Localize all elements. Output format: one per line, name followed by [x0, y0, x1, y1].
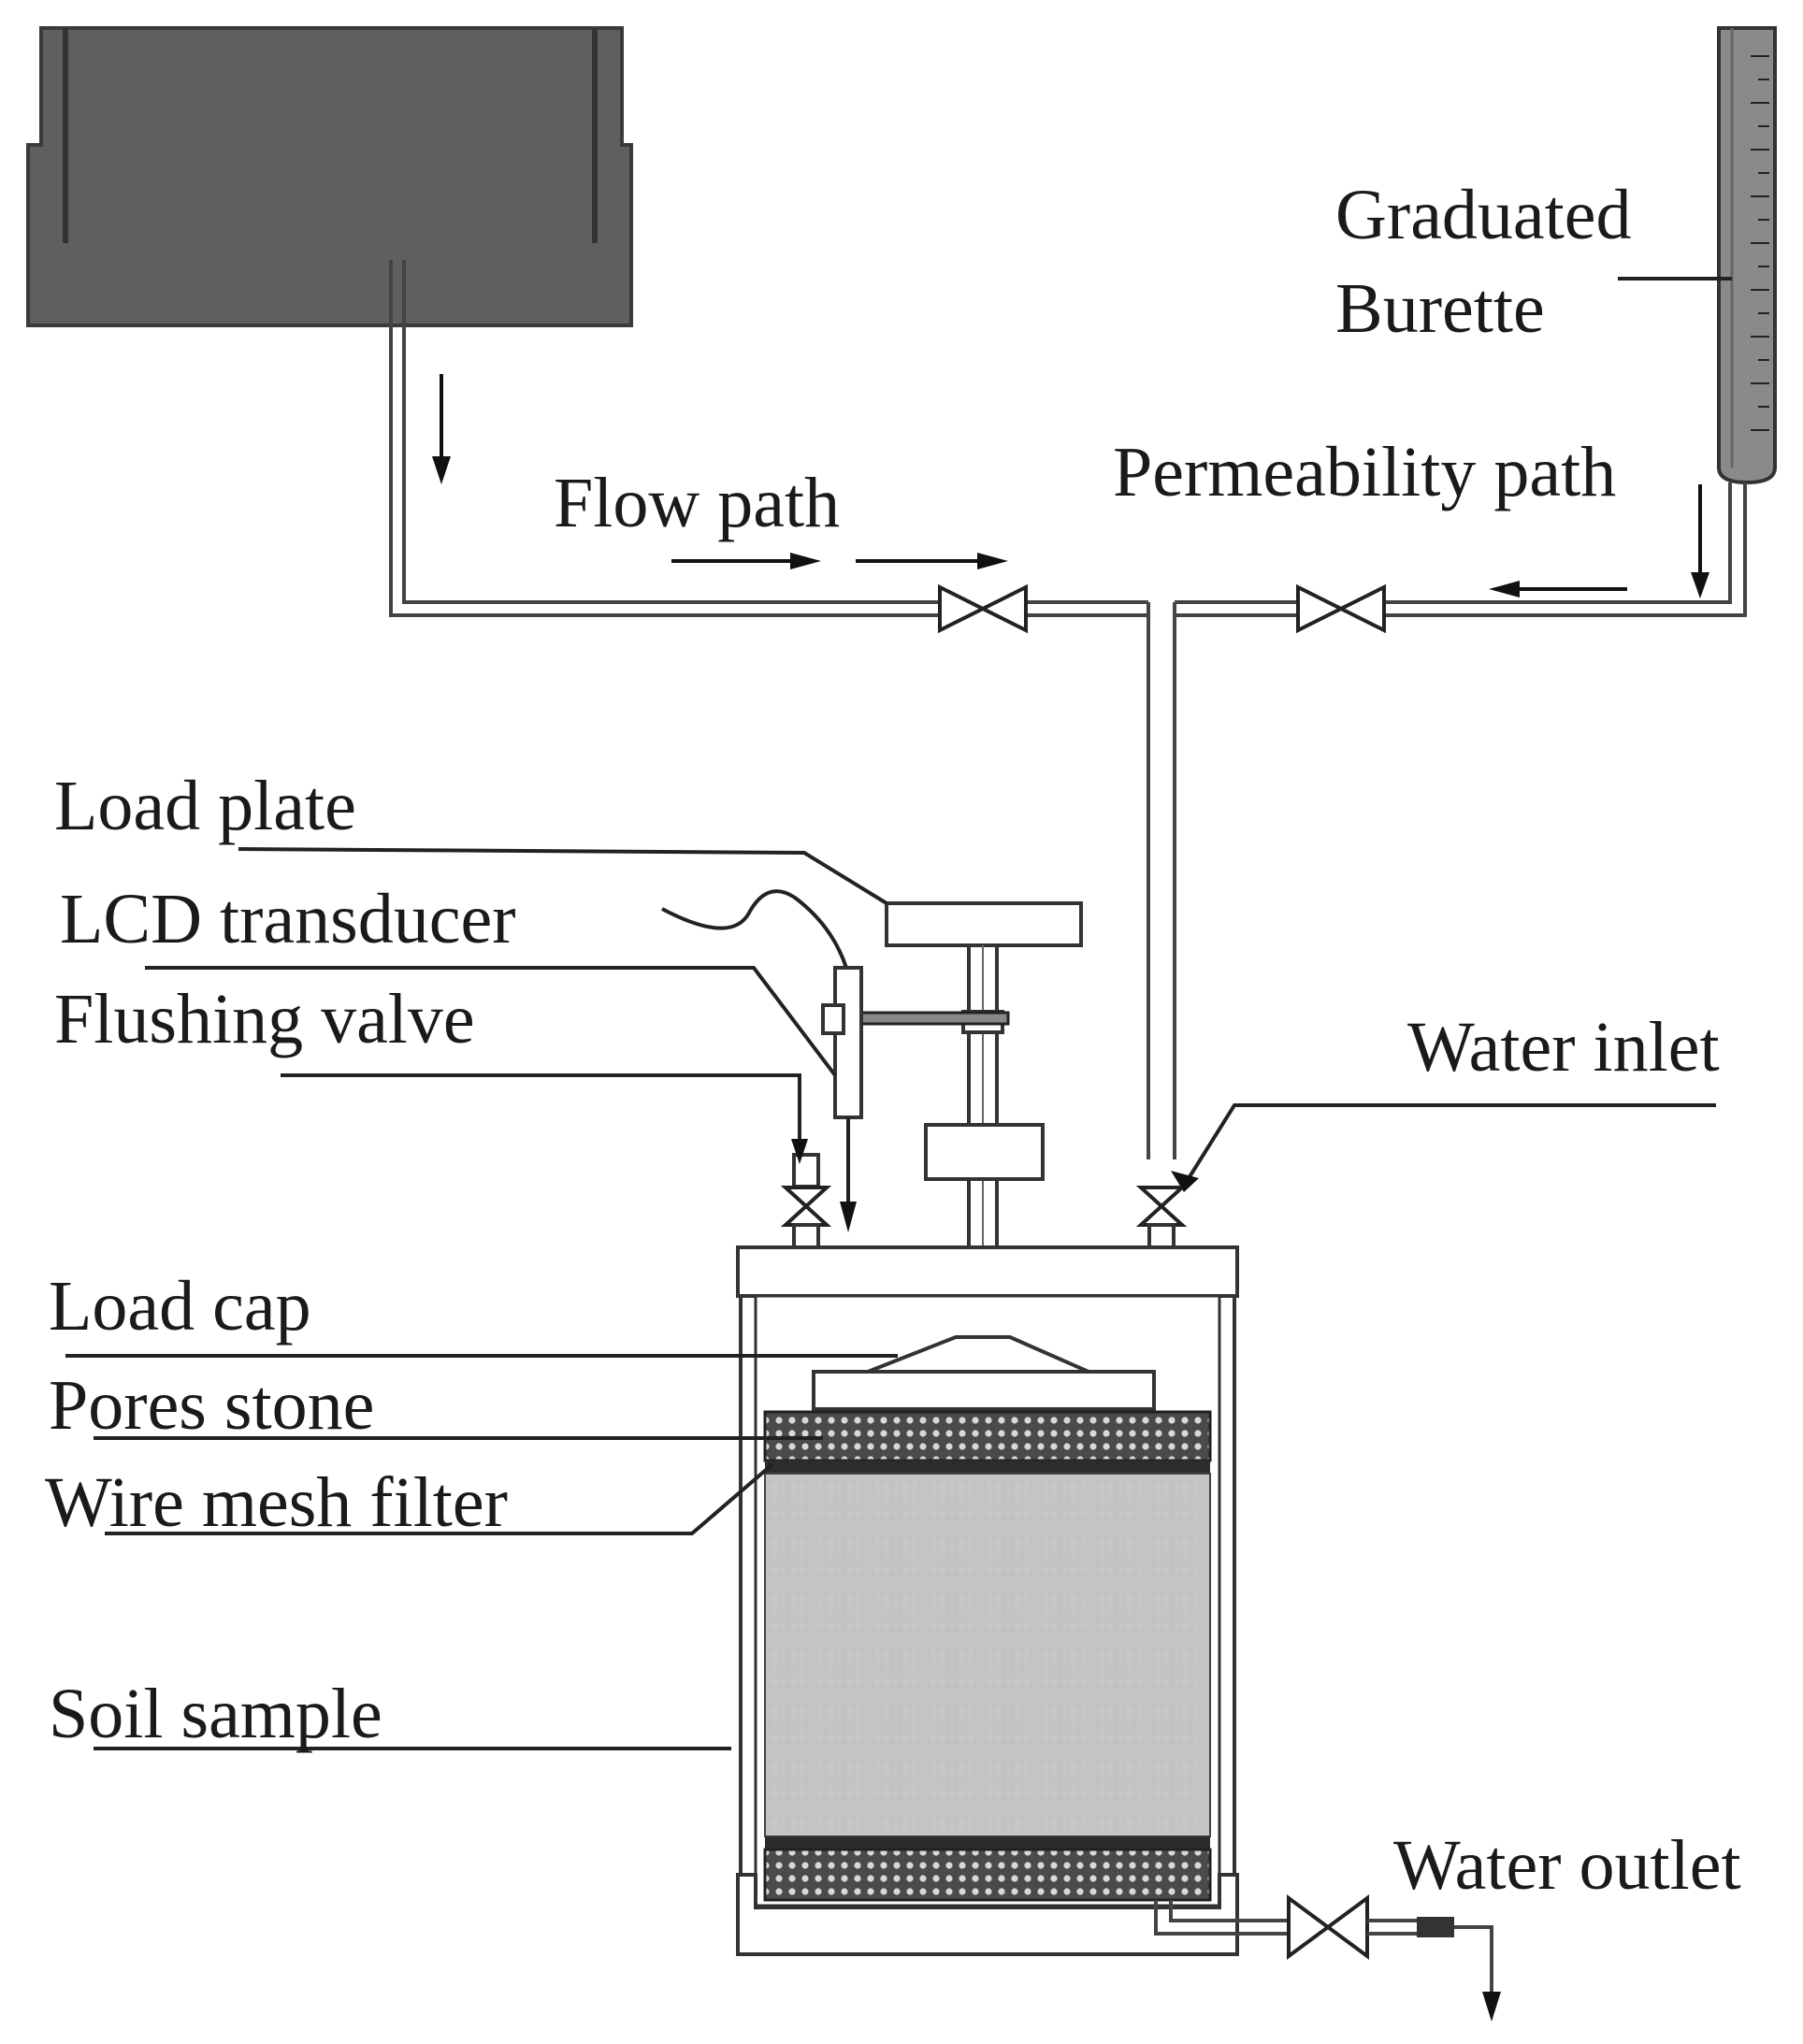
label-water-inlet: Water inlet — [1407, 1008, 1720, 1087]
label-flow-path: Flow path — [554, 464, 840, 542]
label-load-plate: Load plate — [54, 767, 356, 845]
label-burette: Burette — [1335, 269, 1545, 348]
wire-mesh-filter-bottom — [765, 1836, 1210, 1850]
pores-stone-top — [763, 1410, 1212, 1462]
graduated-burette — [1717, 26, 1777, 485]
label-soil-sample: Soil sample — [49, 1675, 382, 1753]
label-load-cap: Load cap — [49, 1267, 311, 1346]
cell-base — [736, 1873, 1239, 1956]
pores-stone-bottom — [763, 1848, 1212, 1902]
label-flushing-valve: Flushing valve — [54, 980, 475, 1058]
load-cap — [812, 1335, 1156, 1411]
label-permeability-path: Permeability path — [1113, 433, 1616, 511]
label-wire-mesh-filter: Wire mesh filter — [45, 1463, 508, 1542]
burette-scale — [1751, 55, 1769, 431]
flow-valve — [938, 583, 1028, 634]
lcd-transducer — [661, 889, 863, 1232]
wire-mesh-filter-top — [765, 1461, 1210, 1474]
cell-top-cap — [736, 1245, 1239, 1298]
load-plate — [885, 901, 1083, 947]
pipe-network — [389, 260, 1747, 1159]
label-water-outlet: Water outlet — [1393, 1826, 1741, 1905]
label-pores-stone: Pores stone — [49, 1366, 374, 1445]
soil-sample — [764, 1473, 1211, 1837]
leader-lines — [65, 277, 1732, 1750]
label-lcd-transducer: LCD transducer — [60, 880, 516, 958]
label-graduated: Graduated — [1335, 176, 1632, 254]
water-reservoir — [26, 26, 633, 327]
permeability-valve — [1296, 583, 1386, 634]
flow-arrows — [432, 374, 1709, 598]
water-outlet-pipe — [1154, 1894, 1501, 2022]
